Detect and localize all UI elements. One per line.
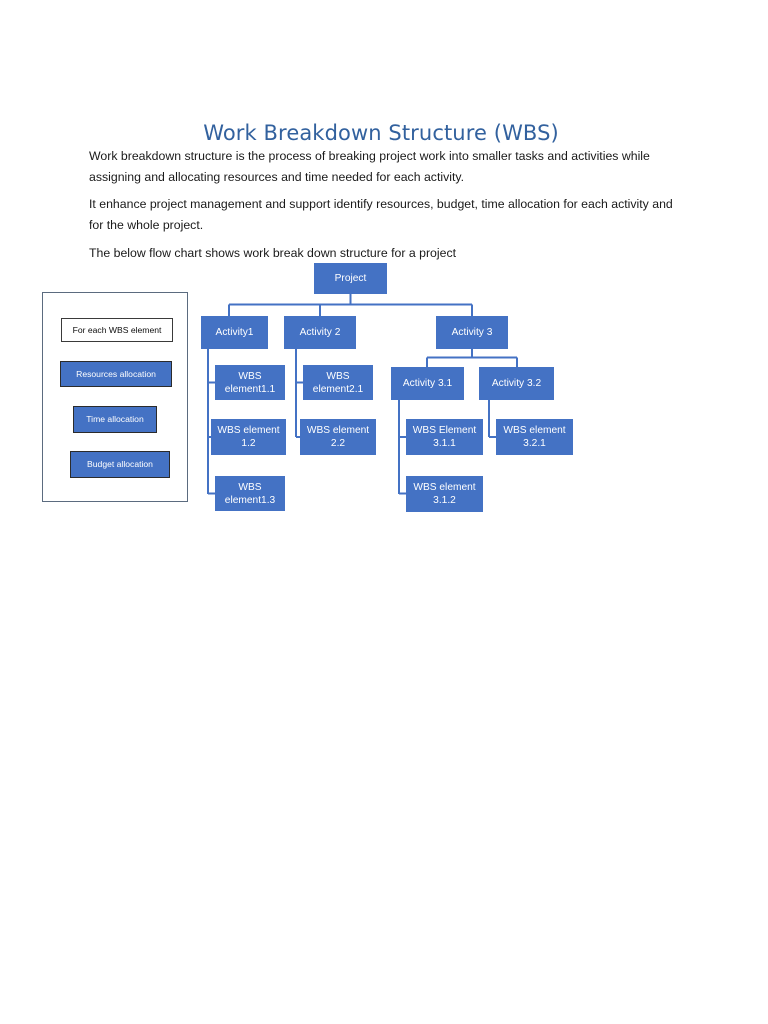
node-activity-2[interactable]: Activity 2 [284,316,356,349]
body-paragraph-1: Work breakdown structure is the process … [89,149,650,185]
node-activity-3-1[interactable]: Activity 3.1 [391,367,464,400]
node-wbs-element-1-3[interactable]: WBS element1.3 [215,476,285,511]
node-wbs-element-2-1[interactable]: WBS element2.1 [303,365,373,400]
node-wbs-element-1-1[interactable]: WBS element1.1 [215,365,285,400]
page-title: Work Breakdown Structure (WBS) [203,121,559,146]
legend-item-resources-allocation[interactable]: Resources allocation [60,361,172,387]
node-wbs-element-2-2[interactable]: WBS element 2.2 [300,419,376,455]
legend-item-for-each-wbs-element[interactable]: For each WBS element [61,318,173,342]
node-wbs-element-1-2[interactable]: WBS element 1.2 [211,419,286,455]
node-activity-3-2[interactable]: Activity 3.2 [479,367,554,400]
node-wbs-element-3-2-1[interactable]: WBS element 3.2.1 [496,419,573,455]
node-activity-3[interactable]: Activity 3 [436,316,508,349]
node-project[interactable]: Project [314,263,387,294]
legend-item-time-allocation[interactable]: Time allocation [73,406,157,433]
node-wbs-element-3-1-2[interactable]: WBS element 3.1.2 [406,476,483,512]
body-paragraph-3: The below flow chart shows work break do… [89,246,457,261]
legend-panel: For each WBS element Resources allocatio… [42,292,188,502]
node-wbs-element-3-1-1[interactable]: WBS Element 3.1.1 [406,419,483,455]
node-activity-1[interactable]: Activity1 [201,316,268,349]
legend-item-budget-allocation[interactable]: Budget allocation [70,451,170,478]
body-paragraph-2: It enhance project management and suppor… [89,197,673,233]
